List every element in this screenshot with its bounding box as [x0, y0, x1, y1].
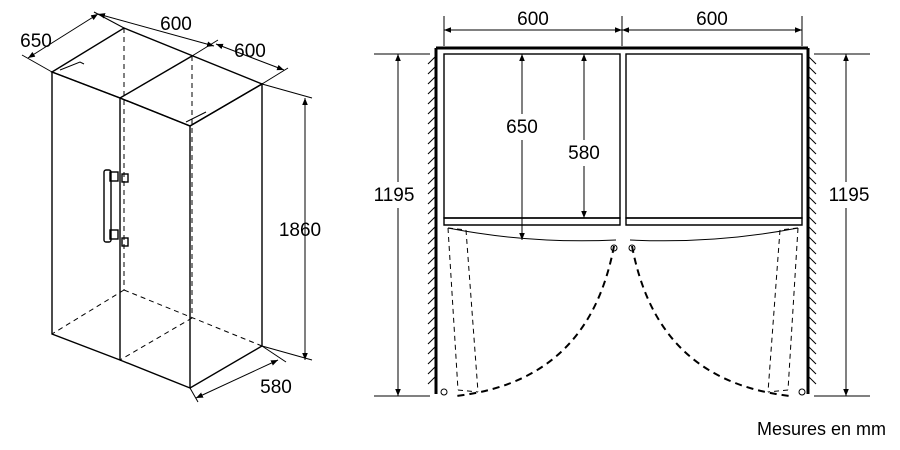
- iso-width-right-label: 600: [234, 41, 266, 62]
- iso-height-label: 1860: [279, 220, 321, 241]
- right-cabinet: [625, 53, 803, 219]
- left-door-open-outline: [447, 227, 617, 242]
- right-side-face: [189, 82, 263, 389]
- plan-right-clearance-label: 1195: [829, 185, 870, 206]
- left-wall: [427, 48, 438, 394]
- iso-bottom-depth-label: 580: [260, 377, 292, 398]
- right-door-open-outline: [629, 227, 799, 242]
- iso-width-top-label: 600: [160, 14, 192, 35]
- plan-view: 600 600 650 580 1195 1195: [364, 9, 880, 397]
- right-unit-front: [119, 97, 191, 390]
- plan-depth-label: 650: [506, 117, 538, 138]
- left-door-swing: [455, 245, 615, 397]
- isometric-fridge-view: 650 600 600 1860 580: [20, 11, 321, 403]
- plan-right-width-label: 600: [696, 9, 728, 30]
- plan-inner-depth-label: 580: [568, 143, 600, 164]
- left-unit-front: [51, 70, 121, 362]
- plan-left-clearance-label: 1195: [374, 185, 415, 206]
- right-door-swing: [631, 245, 791, 397]
- plan-left-width-label: 600: [517, 9, 549, 30]
- hidden-edges: [51, 28, 263, 361]
- right-wall: [806, 48, 817, 394]
- iso-depth-label: 650: [20, 31, 52, 52]
- units-note: Mesures en mm: [756, 419, 886, 439]
- door-handle: [103, 169, 129, 247]
